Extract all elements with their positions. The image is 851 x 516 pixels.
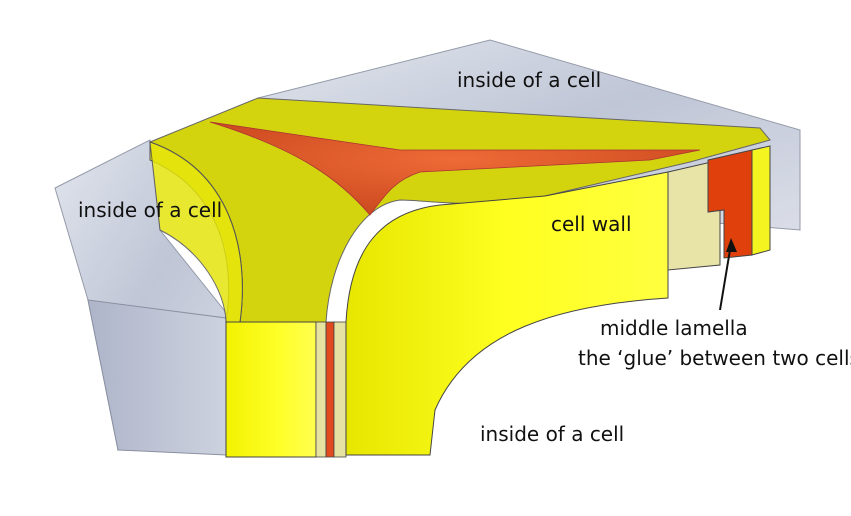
lamella-arrowhead: [726, 238, 737, 252]
middle-lamella-junction: [209, 121, 701, 216]
wall-right-end-primary: [667, 159, 721, 271]
label-glue-description: the ‘glue’ between two cells: [578, 346, 851, 370]
wall-front-left-yellow: [225, 321, 317, 458]
lamella-pointer-arrow: [719, 243, 732, 311]
wall-right-curved-face: [345, 171, 669, 456]
cell-left-front-face: [87, 299, 227, 456]
wall-front-primary-left: [315, 321, 327, 458]
wall-front-lamella: [325, 321, 335, 458]
label-cell-bottom: inside of a cell: [480, 422, 625, 446]
label-cell-wall: cell wall: [551, 212, 632, 236]
label-middle-lamella: middle lamella: [600, 316, 748, 340]
label-cell-top: inside of a cell: [457, 68, 602, 92]
wall-front-primary-right: [333, 321, 347, 458]
wall-right-end-yellow: [751, 145, 771, 256]
label-cell-left: inside of a cell: [78, 198, 223, 222]
